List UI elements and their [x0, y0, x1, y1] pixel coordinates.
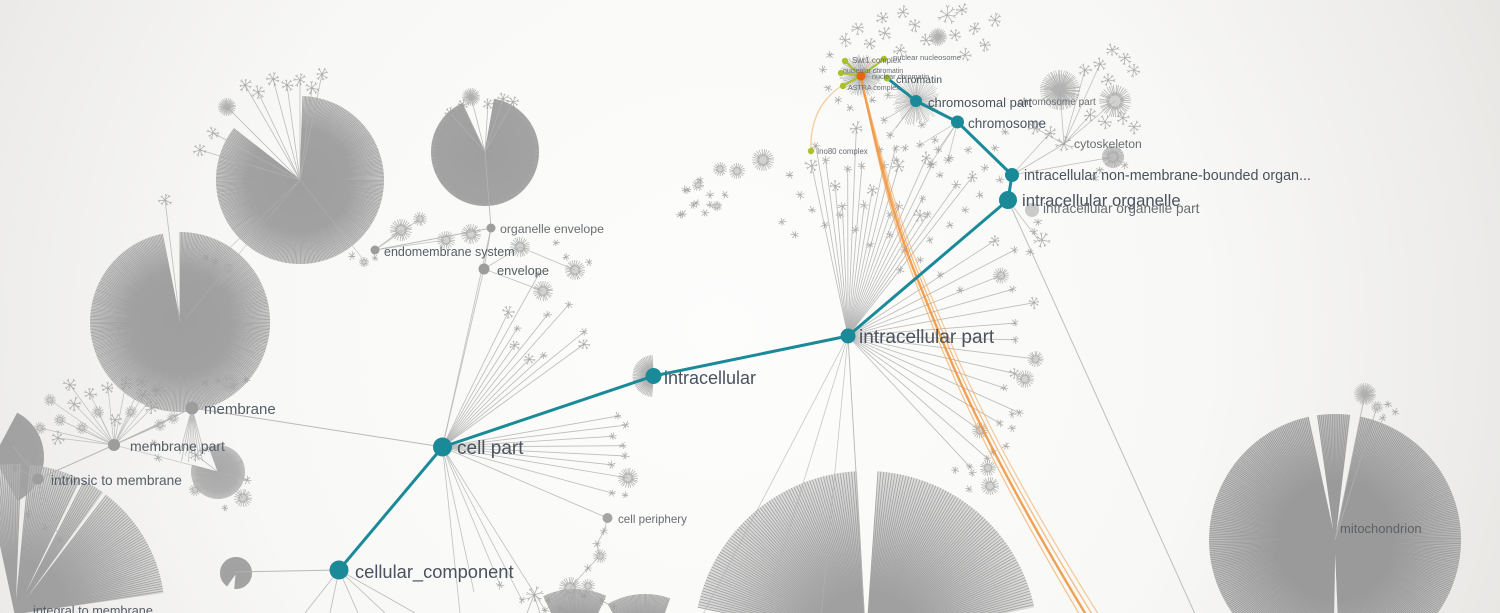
- svg-text:cell periphery: cell periphery: [618, 513, 687, 526]
- svg-text:chromosome: chromosome: [968, 116, 1046, 131]
- svg-text:intracellular non-membrane-bou: intracellular non-membrane-bounded organ…: [1024, 168, 1311, 184]
- svg-text:integral to membrane: integral to membrane: [33, 604, 153, 613]
- svg-text:organelle envelope: organelle envelope: [500, 222, 604, 236]
- svg-text:chromosomal part: chromosomal part: [928, 95, 1032, 110]
- svg-text:intracellular organelle: intracellular organelle: [1022, 191, 1181, 210]
- svg-text:intrinsic to membrane: intrinsic to membrane: [51, 473, 182, 488]
- svg-text:membrane part: membrane part: [130, 438, 225, 454]
- svg-text:intracellular part: intracellular part: [859, 327, 995, 348]
- svg-text:cytoskeleton: cytoskeleton: [1074, 137, 1142, 151]
- svg-text:membrane: membrane: [204, 401, 276, 418]
- svg-text:envelope: envelope: [497, 263, 549, 278]
- svg-text:mitochondrion: mitochondrion: [1340, 521, 1422, 536]
- svg-text:cell part: cell part: [457, 438, 524, 459]
- svg-text:intracellular: intracellular: [664, 368, 756, 388]
- svg-text:chromosome part: chromosome part: [1018, 97, 1096, 108]
- svg-text:nucleolar chromatin: nucleolar chromatin: [843, 68, 903, 75]
- svg-text:chromatin: chromatin: [896, 74, 942, 86]
- svg-text:intracellular organelle part: intracellular organelle part: [1043, 201, 1200, 216]
- svg-text:ASTRA complex: ASTRA complex: [848, 84, 900, 92]
- svg-text:Swr1 complex: Swr1 complex: [852, 56, 901, 65]
- svg-text:cellular_component: cellular_component: [355, 561, 514, 583]
- svg-text:endomembrane system: endomembrane system: [384, 245, 515, 259]
- svg-text:nuclear nucleosome: nuclear nucleosome: [893, 53, 961, 62]
- svg-text:nuclear chromatin: nuclear chromatin: [872, 72, 929, 81]
- svg-text:Ino80 complex: Ino80 complex: [817, 147, 868, 156]
